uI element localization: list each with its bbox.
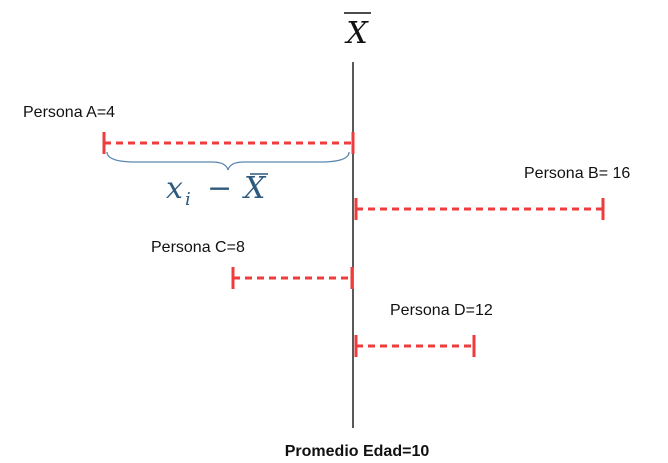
person-c-deviation (231, 267, 354, 289)
person-a-label: Persona A=4 (23, 104, 115, 121)
person-b-label: Persona B= 16 (524, 165, 630, 182)
brace (106, 151, 350, 171)
formula-xbar: X (242, 171, 267, 206)
person-a-deviation (102, 132, 355, 154)
deviation-formula: x i − X (166, 171, 268, 210)
formula-x: x (166, 171, 183, 206)
mean-symbol: X (344, 16, 369, 51)
formula-minus: − (207, 171, 232, 206)
mean-age-label: Promedio Edad=10 (285, 443, 430, 460)
person-b-deviation (354, 198, 605, 220)
person-d-deviation (354, 335, 476, 357)
person-c-label: Persona C=8 (151, 239, 245, 256)
person-d-label: Persona D=12 (390, 302, 493, 319)
formula-subscript-i: i (185, 189, 191, 210)
